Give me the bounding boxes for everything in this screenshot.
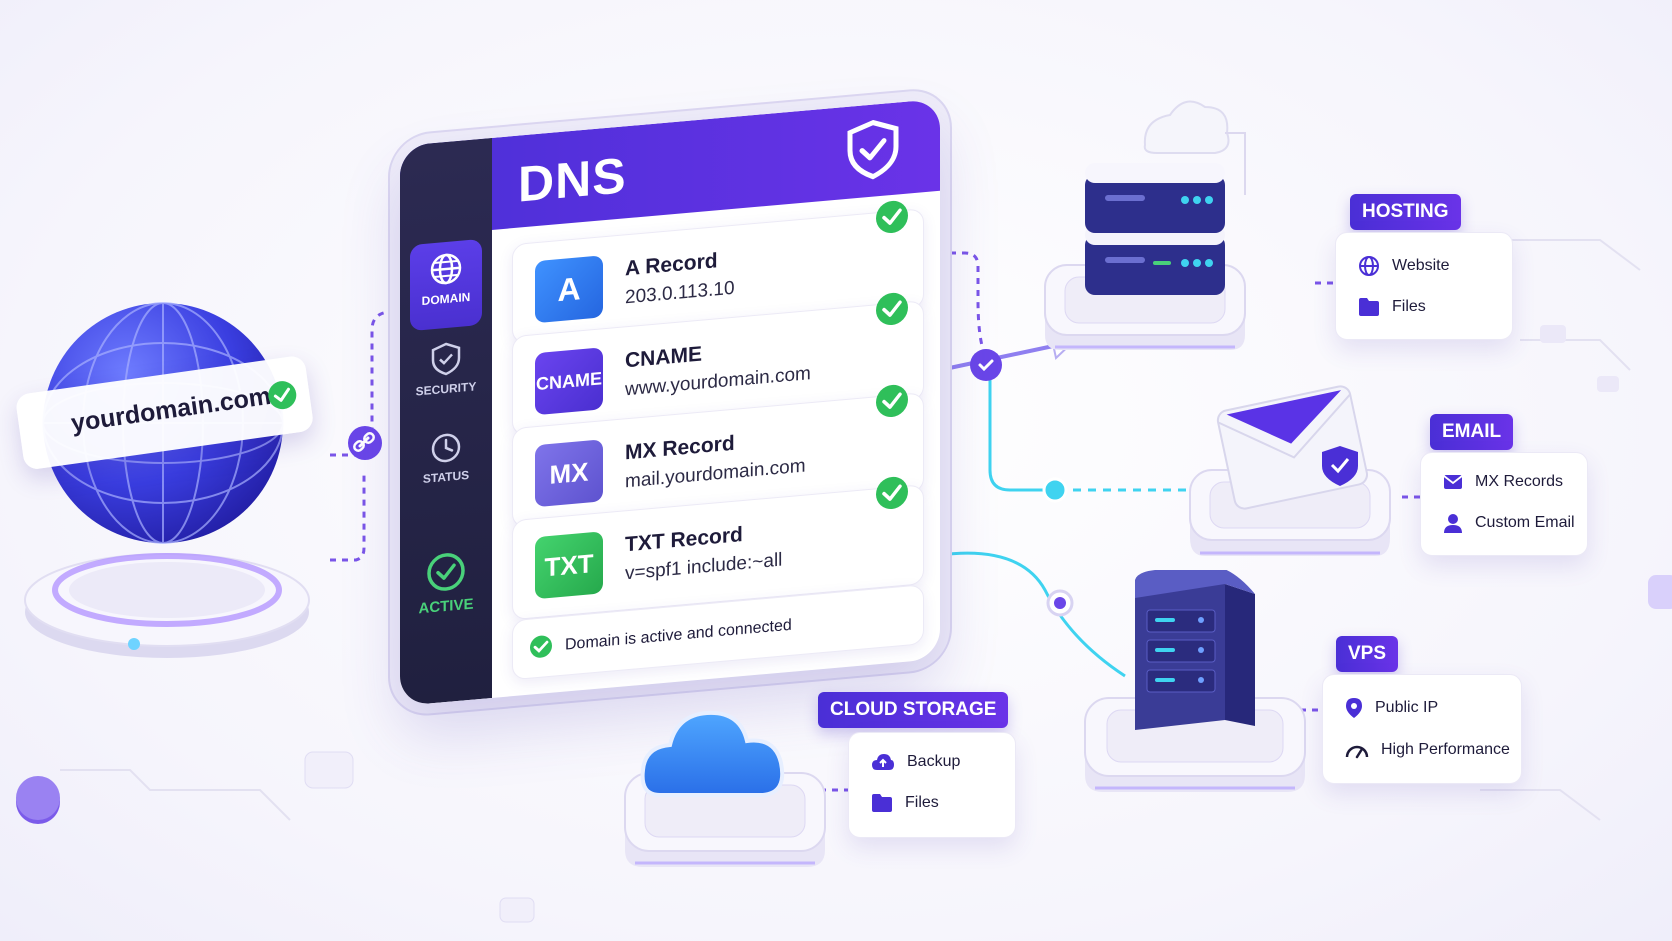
check-circle-icon bbox=[875, 198, 909, 235]
record-name: MX Record bbox=[625, 432, 735, 466]
email-illustration bbox=[1180, 378, 1400, 583]
cloud-upload-icon bbox=[871, 753, 895, 771]
vps-item-ip[interactable]: Public IP bbox=[1345, 697, 1438, 719]
vps-card[interactable]: Public IP High Performance bbox=[1322, 674, 1522, 784]
user-icon bbox=[1443, 513, 1463, 533]
record-badge: MX bbox=[535, 439, 603, 507]
cloud-storage-card[interactable]: Backup Files bbox=[848, 732, 1016, 838]
cloud-item-label: Files bbox=[905, 794, 939, 812]
shield-check-icon bbox=[430, 341, 462, 378]
hosting-item-label: Files bbox=[1392, 298, 1426, 316]
vps-item-label: Public IP bbox=[1375, 699, 1438, 717]
envelope-icon bbox=[1443, 474, 1463, 490]
sidebar-item-security[interactable]: SECURITY bbox=[410, 329, 482, 421]
sidebar-item-domain[interactable]: DOMAIN bbox=[410, 239, 482, 331]
cloud-item-files[interactable]: Files bbox=[871, 793, 939, 813]
sidebar-item-status[interactable]: STATUS bbox=[410, 419, 482, 511]
status-text: Domain is active and connected bbox=[565, 617, 792, 655]
hosting-item-files[interactable]: Files bbox=[1358, 297, 1426, 317]
check-circle-icon bbox=[265, 378, 299, 412]
cloud-item-label: Backup bbox=[907, 753, 960, 771]
vps-item-performance[interactable]: High Performance bbox=[1345, 741, 1510, 759]
dns-sidebar: DOMAIN SECURITY STATUS bbox=[400, 138, 492, 706]
hosting-tag: HOSTING bbox=[1350, 194, 1461, 230]
vps-server-illustration bbox=[1075, 570, 1315, 815]
check-circle-icon bbox=[875, 290, 909, 327]
check-icon bbox=[972, 351, 1000, 379]
record-name: A Record bbox=[625, 249, 718, 281]
dns-panel-wrap: DNS DOMAIN bbox=[400, 18, 945, 716]
hosting-server-illustration bbox=[1035, 85, 1255, 385]
check-circle-icon bbox=[875, 474, 909, 511]
dns-title: DNS bbox=[518, 146, 627, 213]
cloud-item-backup[interactable]: Backup bbox=[871, 753, 960, 771]
sidebar-label-domain: DOMAIN bbox=[422, 290, 471, 308]
check-circle-icon bbox=[426, 550, 466, 593]
cloud-storage-tag: CLOUD STORAGE bbox=[818, 692, 1008, 728]
record-badge: CNAME bbox=[535, 347, 603, 415]
vps-tag: VPS bbox=[1336, 636, 1398, 672]
check-circle-icon bbox=[529, 634, 553, 660]
folder-icon bbox=[871, 793, 893, 813]
hosting-card[interactable]: Website Files bbox=[1335, 232, 1513, 340]
vps-item-label: High Performance bbox=[1381, 741, 1510, 759]
domain-name: yourdomain.com bbox=[69, 382, 272, 439]
globe-icon bbox=[429, 250, 463, 287]
speedometer-icon bbox=[1345, 741, 1369, 759]
email-card[interactable]: MX Records Custom Email bbox=[1420, 452, 1588, 556]
record-badge: A bbox=[535, 255, 603, 323]
record-badge: TXT bbox=[535, 531, 603, 599]
cloud-storage-illustration bbox=[615, 675, 835, 895]
location-pin-icon bbox=[1345, 697, 1363, 719]
sidebar-label-active: ACTIVE bbox=[418, 596, 473, 618]
record-name: TXT Record bbox=[625, 523, 743, 557]
link-icon bbox=[350, 428, 380, 458]
shield-check-icon bbox=[842, 116, 904, 183]
email-item-custom[interactable]: Custom Email bbox=[1443, 513, 1575, 533]
sidebar-label-security: SECURITY bbox=[416, 379, 477, 398]
hosting-item-website[interactable]: Website bbox=[1358, 255, 1450, 277]
hosting-item-label: Website bbox=[1392, 257, 1450, 275]
sidebar-item-active[interactable]: ACTIVE bbox=[410, 539, 482, 631]
email-tag: EMAIL bbox=[1430, 414, 1513, 450]
email-item-label: MX Records bbox=[1475, 473, 1563, 491]
record-name: CNAME bbox=[625, 343, 702, 374]
email-item-mx[interactable]: MX Records bbox=[1443, 473, 1563, 491]
sidebar-label-status: STATUS bbox=[423, 468, 469, 486]
globe-icon bbox=[1358, 255, 1380, 277]
dns-panel: DNS DOMAIN bbox=[400, 99, 940, 706]
folder-icon bbox=[1358, 297, 1380, 317]
email-item-label: Custom Email bbox=[1475, 514, 1575, 532]
clock-icon bbox=[430, 431, 462, 466]
check-circle-icon bbox=[875, 382, 909, 419]
record-value: 203.0.113.10 bbox=[625, 278, 735, 310]
